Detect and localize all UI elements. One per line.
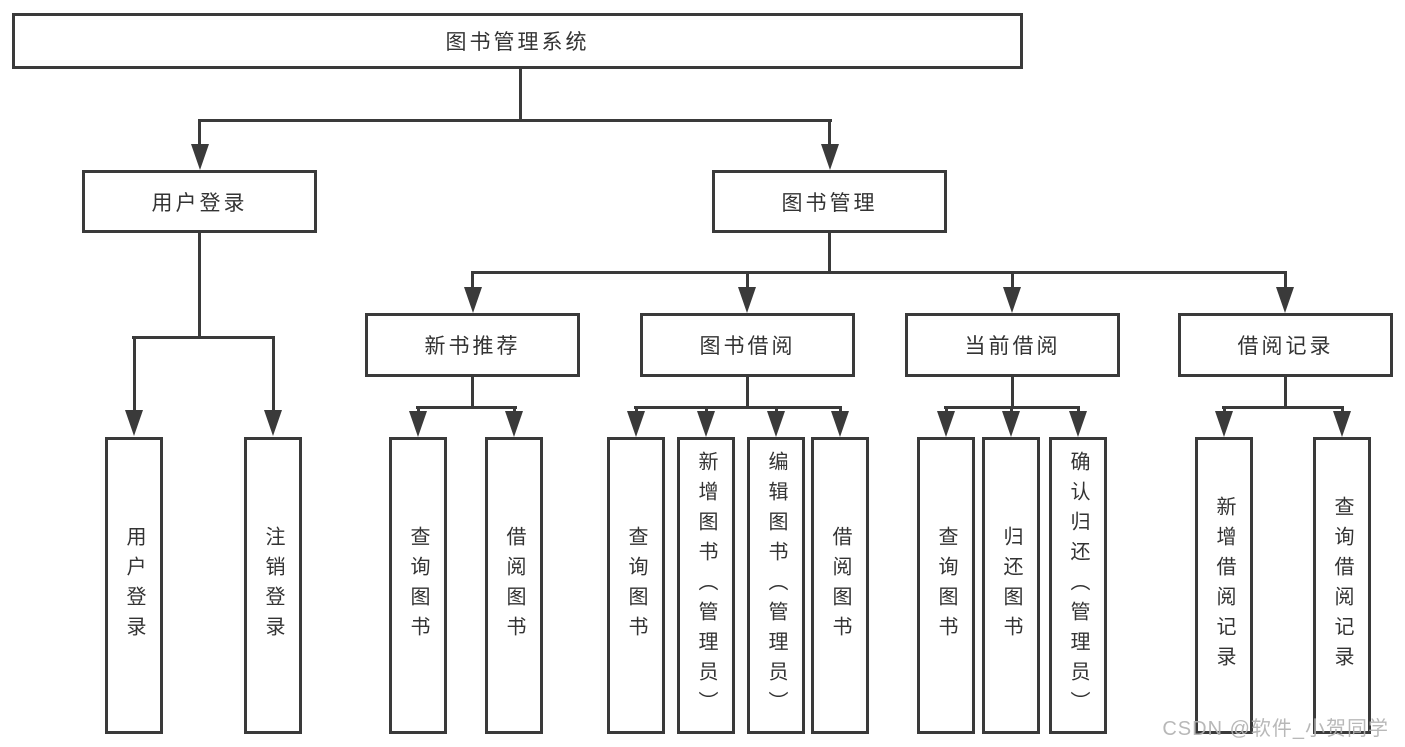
- connector-line: [198, 119, 832, 122]
- node-new-book-recommendation-label: 新书推荐: [424, 335, 521, 358]
- leaf-borrowing-borrow-books: 借阅图书: [811, 437, 869, 734]
- connector-line: [839, 406, 842, 414]
- arrow-down-icon: [1069, 411, 1087, 437]
- arrow-down-icon: [821, 144, 839, 170]
- node-borrowing-records-label: 借阅记录: [1237, 335, 1334, 358]
- leaf-borrowing-add-books-label: 新增图书（管理员）: [695, 450, 717, 721]
- leaf-borrowing-query-books-label: 查询图书: [625, 525, 647, 646]
- connector-line: [132, 336, 275, 339]
- connector-line: [272, 336, 275, 412]
- node-new-book-recommendation: 新书推荐: [365, 313, 580, 377]
- arrow-down-icon: [937, 411, 955, 437]
- arrow-down-icon: [464, 287, 482, 313]
- leaf-current-query-books: 查询图书: [917, 437, 975, 734]
- leaf-recommend-borrow-books-label: 借阅图书: [503, 525, 525, 646]
- arrow-down-icon: [831, 411, 849, 437]
- leaf-recommend-borrow-books: 借阅图书: [485, 437, 543, 734]
- connector-line: [775, 406, 778, 414]
- leaf-current-confirm-return: 确认归还（管理员）: [1049, 437, 1107, 734]
- leaf-records-add-record: 新增借阅记录: [1195, 437, 1253, 734]
- leaf-borrowing-edit-books-label: 编辑图书（管理员）: [765, 450, 787, 721]
- arrow-down-icon: [1215, 411, 1233, 437]
- node-current-borrowing-label: 当前借阅: [964, 335, 1061, 358]
- watermark: CSDN @软件_小贺同学: [1162, 718, 1389, 740]
- connector-line: [1284, 271, 1287, 290]
- connector-line: [945, 406, 948, 414]
- connector-line: [828, 119, 831, 147]
- arrow-down-icon: [505, 411, 523, 437]
- arrow-down-icon: [738, 287, 756, 313]
- node-book-management: 图书管理: [712, 170, 947, 233]
- connector-line: [1011, 377, 1014, 408]
- arrow-down-icon: [1333, 411, 1351, 437]
- leaf-logout: 注销登录: [244, 437, 302, 734]
- leaf-records-query-record-label: 查询借阅记录: [1331, 495, 1353, 676]
- leaf-borrowing-borrow-books-label: 借阅图书: [829, 525, 851, 646]
- arrow-down-icon: [627, 411, 645, 437]
- connector-line: [471, 271, 474, 290]
- leaf-user-login: 用户登录: [105, 437, 163, 734]
- connector-line: [635, 406, 638, 414]
- arrow-down-icon: [697, 411, 715, 437]
- arrow-down-icon: [191, 144, 209, 170]
- connector-line: [746, 271, 749, 290]
- leaf-records-add-record-label: 新增借阅记录: [1213, 495, 1235, 676]
- node-book-borrowing-label: 图书借阅: [699, 335, 796, 358]
- arrow-down-icon: [1002, 411, 1020, 437]
- arrow-down-icon: [264, 410, 282, 436]
- arrow-down-icon: [767, 411, 785, 437]
- node-book-management-label: 图书管理: [781, 191, 878, 215]
- leaf-records-query-record: 查询借阅记录: [1313, 437, 1371, 734]
- connector-line: [471, 377, 474, 408]
- leaf-borrowing-query-books: 查询图书: [607, 437, 665, 734]
- node-root: 图书管理系统: [12, 13, 1023, 69]
- connector-line: [1077, 406, 1080, 414]
- connector-line: [1284, 377, 1287, 408]
- connector-line: [705, 406, 708, 414]
- connector-line: [198, 119, 201, 147]
- connector-line: [513, 406, 516, 414]
- leaf-borrowing-add-books: 新增图书（管理员）: [677, 437, 735, 734]
- connector-line: [417, 406, 420, 414]
- connector-line: [1341, 406, 1344, 414]
- leaf-current-return-books: 归还图书: [982, 437, 1040, 734]
- arrow-down-icon: [1003, 287, 1021, 313]
- connector-line: [828, 233, 831, 274]
- arrow-down-icon: [125, 410, 143, 436]
- connector-line: [746, 377, 749, 408]
- connector-line: [471, 271, 1287, 274]
- arrow-down-icon: [1276, 287, 1294, 313]
- leaf-current-query-books-label: 查询图书: [935, 525, 957, 646]
- leaf-current-confirm-return-label: 确认归还（管理员）: [1067, 450, 1089, 721]
- connector-line: [198, 233, 201, 339]
- connector-line: [1011, 271, 1014, 290]
- node-current-borrowing: 当前借阅: [905, 313, 1120, 377]
- arrow-down-icon: [409, 411, 427, 437]
- connector-line: [133, 336, 136, 412]
- leaf-recommend-query-books-label: 查询图书: [407, 525, 429, 646]
- connector-line: [1010, 406, 1013, 414]
- leaf-logout-label: 注销登录: [262, 525, 284, 646]
- connector-line: [1222, 406, 1344, 409]
- leaf-recommend-query-books: 查询图书: [389, 437, 447, 734]
- leaf-borrowing-edit-books: 编辑图书（管理员）: [747, 437, 805, 734]
- node-borrowing-records: 借阅记录: [1178, 313, 1393, 377]
- connector-line: [1223, 406, 1226, 414]
- connector-line: [519, 69, 522, 120]
- leaf-user-login-label: 用户登录: [123, 525, 145, 646]
- leaf-current-return-books-label: 归还图书: [1000, 525, 1022, 646]
- node-user-login: 用户登录: [82, 170, 317, 233]
- connector-line: [634, 406, 842, 409]
- node-root-label: 图书管理系统: [445, 31, 590, 54]
- connector-line: [416, 406, 517, 409]
- node-book-borrowing: 图书借阅: [640, 313, 855, 377]
- node-user-login-label: 用户登录: [151, 191, 248, 215]
